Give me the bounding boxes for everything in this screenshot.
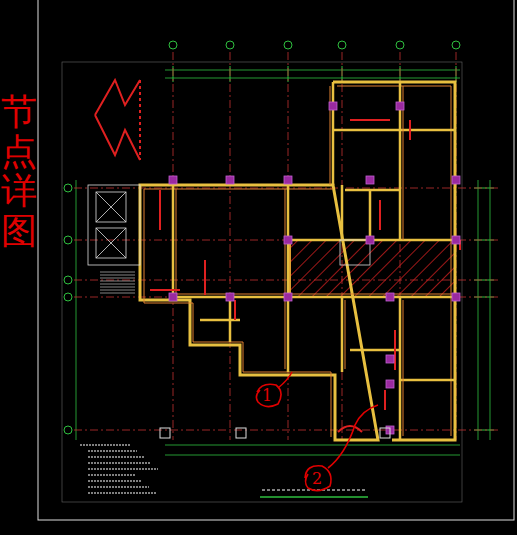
stair-step	[100, 278, 135, 279]
note-line	[88, 462, 151, 464]
note-line	[80, 444, 130, 446]
note-line	[88, 492, 156, 494]
note-line	[88, 450, 137, 452]
stair-step	[100, 293, 135, 294]
stair-step	[100, 281, 135, 282]
note-line	[88, 456, 144, 458]
note-line	[88, 480, 142, 482]
handwritten-note: 节点详图	[1, 92, 37, 250]
note-line	[88, 474, 135, 476]
stair-step	[100, 290, 135, 291]
callout-number: 1	[262, 386, 272, 405]
note-line	[88, 468, 158, 470]
note-line	[88, 486, 149, 488]
stair-step	[100, 275, 135, 276]
stair-step	[100, 287, 135, 288]
stair-step	[100, 284, 135, 285]
stair-step	[100, 272, 135, 273]
callout-number: 2	[312, 469, 322, 488]
